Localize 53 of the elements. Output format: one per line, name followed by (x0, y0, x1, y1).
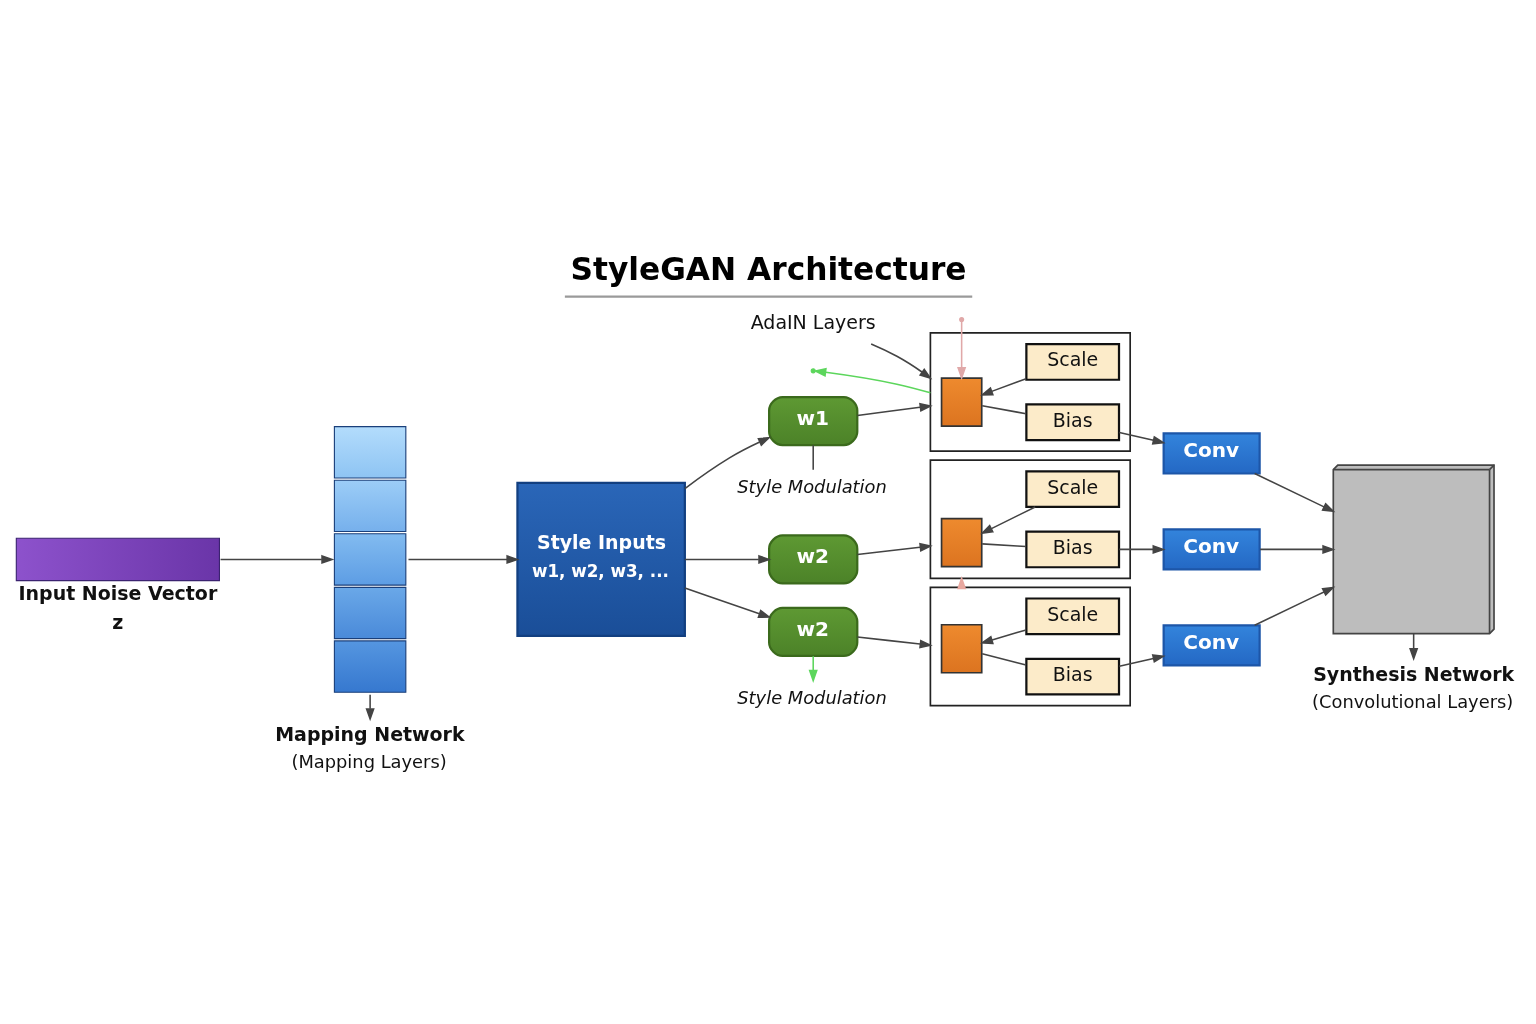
arrow (813, 367, 932, 394)
cluster (929, 332, 1131, 452)
arrow (1118, 544, 1166, 554)
node-box: Bias (1025, 657, 1121, 696)
arrow (1253, 586, 1336, 627)
connector (981, 404, 1027, 415)
arrow (684, 587, 772, 618)
arrow (980, 506, 1036, 535)
node-box: Scale (1025, 342, 1121, 381)
arrow (1253, 472, 1336, 513)
arrow (365, 693, 375, 722)
arrow (979, 629, 1027, 645)
arrow (856, 402, 933, 417)
node-box: Scale (1025, 597, 1121, 636)
arrow (684, 554, 772, 565)
arrow (407, 554, 520, 565)
arrow (219, 554, 335, 565)
node-box: w2 (768, 534, 859, 585)
connector (812, 444, 814, 471)
arrow (957, 320, 967, 381)
node-box: Bias (1025, 530, 1121, 569)
node-box (940, 377, 983, 427)
arrow (1118, 654, 1166, 667)
node-text: AdaIN Layers (750, 311, 876, 334)
node-box: Conv (1162, 432, 1261, 475)
node-box: Conv (1162, 624, 1261, 667)
node-box: Conv (1162, 528, 1261, 571)
arrow (980, 377, 1027, 396)
node-box: Scale (1025, 470, 1121, 509)
arrow (856, 542, 933, 556)
connector (981, 652, 1027, 666)
node-box: w1 (768, 395, 859, 447)
arrow (684, 436, 772, 490)
node-box: w2 (768, 606, 859, 658)
node-box: Style Inputs w1, w2, w3, ... (516, 481, 686, 637)
node-box: Bias (1025, 403, 1121, 442)
arrow (870, 343, 933, 380)
node-label: z (112, 611, 124, 634)
node-box (940, 517, 983, 568)
node-text: Style Modulation (737, 687, 887, 709)
cluster (929, 459, 1131, 580)
node-text: Synthesis Network (Convolutional Layers) (1312, 662, 1515, 712)
node-box (940, 623, 983, 674)
arrow (1118, 431, 1166, 445)
connector (981, 543, 1027, 548)
cluster (929, 586, 1131, 707)
diagram-title: StyleGAN Architecture (570, 251, 967, 288)
arrow (808, 655, 818, 683)
arrow (1259, 544, 1336, 554)
node-label: Input Noise Vector (18, 582, 218, 605)
node-text: Mapping Network (Mapping Layers) (275, 722, 465, 772)
node-text: Style Modulation (737, 476, 887, 498)
arrow (856, 636, 933, 649)
